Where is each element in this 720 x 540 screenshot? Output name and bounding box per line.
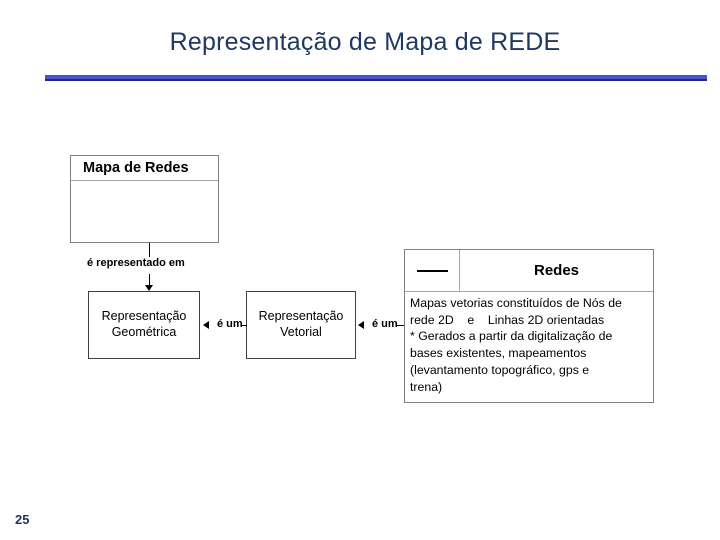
connector-line-vertical-upper: [149, 243, 150, 261]
box-label-line-2: Geométrica: [111, 325, 177, 339]
diagram-box-representacao-geometrica: Representação Geométrica: [88, 291, 200, 359]
box-body-line-5: (levantamento topográfico, gps e: [410, 362, 590, 377]
box-label-line-1: Representação: [258, 309, 344, 324]
box-label-line-1: Representação: [101, 309, 187, 324]
box-label-line-2: Vetorial: [280, 325, 322, 339]
title-divider: [45, 75, 707, 81]
connector-line-horizontal-1b: [241, 325, 247, 326]
box-body-line-3: * Gerados a partir da digitalização de: [410, 329, 613, 344]
arrow-left-icon-2: [358, 321, 364, 329]
box-label-representacao-vetorial: Representação Vetorial: [259, 309, 344, 340]
page-title: Representação de Mapa de REDE: [169, 28, 561, 56]
arrow-left-icon-1: [203, 321, 209, 329]
box-body-mapa-de-redes: [71, 181, 218, 242]
box-label-representacao-geometrica: Representação Geométrica: [102, 309, 187, 340]
box-body-redes: Mapas vetorias constituídos de Nós de red…: [405, 292, 653, 395]
box-header-row-redes: Redes: [405, 250, 653, 292]
connector-label-e-um-2: é um: [370, 318, 400, 330]
connector-line-horizontal-2b: [397, 325, 405, 326]
box-header-title-redes: Redes: [533, 262, 580, 279]
dpi-logo: DPI DIVISÃO DE PROCESSAMENTO DE IMAGENS: [12, 490, 52, 508]
box-header-icon-cell-redes: [405, 250, 460, 291]
page-number: 25: [15, 512, 30, 527]
diagram-box-mapa-de-redes: Mapa de Redes: [70, 155, 219, 243]
diagram-box-representacao-vetorial: Representação Vetorial: [246, 291, 356, 359]
box-body-line-1: Mapas vetorias constituídos de Nós de: [410, 296, 622, 310]
connector-line-vertical-lower: [149, 274, 150, 286]
arrow-down-icon: [145, 285, 153, 291]
connector-label-e-um-1: é um: [215, 318, 245, 330]
horizontal-dash-icon: [416, 269, 448, 272]
diagram-box-redes: Redes Mapas vetorias constituídos de Nós…: [404, 249, 654, 403]
box-body-line-2: rede 2D e Linhas 2D orientadas: [410, 312, 605, 327]
connector-label-e-representado-em: é representado em: [85, 257, 187, 269]
box-header-mapa-de-redes: Mapa de Redes: [71, 156, 218, 181]
box-body-line-4: bases existentes, mapeamentos: [410, 346, 587, 361]
box-body-line-6: trena): [410, 379, 443, 394]
